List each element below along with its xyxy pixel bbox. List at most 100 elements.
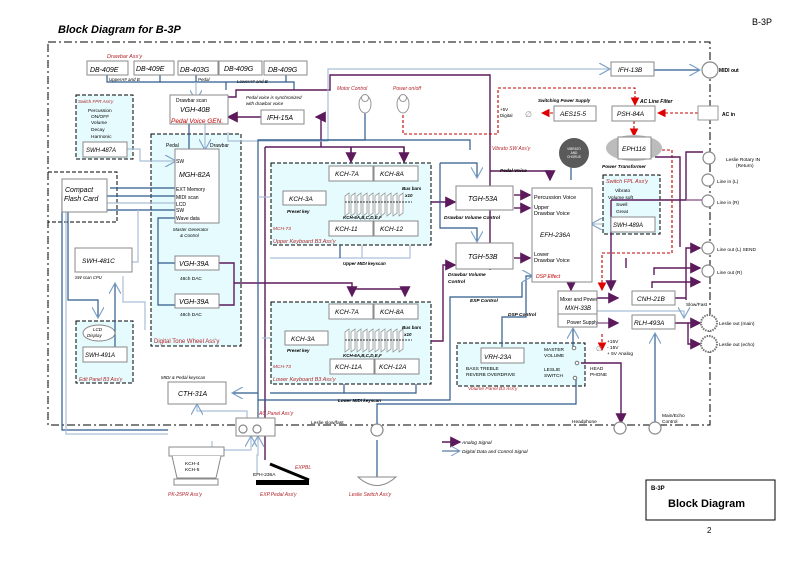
page-title: Block Diagram for B-3P bbox=[58, 24, 182, 36]
line-in-l-jack[interactable] bbox=[701, 173, 715, 187]
kch4-label: KCH-4 bbox=[185, 461, 200, 467]
line-out-r-jack[interactable] bbox=[701, 264, 715, 278]
leslie-out-echo-jack[interactable] bbox=[700, 335, 718, 353]
leslie-out-main-jack[interactable] bbox=[700, 314, 718, 332]
leslie-switch-port[interactable] bbox=[572, 375, 578, 381]
switch-fpl-label: Switch FPL Ass'y bbox=[606, 179, 649, 185]
psh84a-label: PSH-84A bbox=[617, 111, 644, 118]
title-block-model: B-3P bbox=[651, 486, 665, 492]
pedal-voice-line bbox=[490, 170, 556, 182]
fpr-item: Volume bbox=[91, 120, 107, 126]
kch8a-board bbox=[373, 165, 419, 182]
cth31a-label: CTH-31A bbox=[178, 391, 208, 398]
leslie-slowfast-jack[interactable] bbox=[370, 423, 384, 437]
legend: Analog Signal Digital Data and Control S… bbox=[442, 436, 529, 455]
leslie-switch-assembly[interactable] bbox=[356, 476, 398, 486]
power-switch[interactable] bbox=[396, 94, 410, 114]
legend-digital-label: Digital Data and Control Signal bbox=[462, 449, 529, 455]
motor-control-switch[interactable] bbox=[358, 94, 372, 114]
kch6-label: KCH-6A,B,C,D,E,F bbox=[343, 353, 382, 358]
kch3a-label: KCH-3A bbox=[291, 336, 315, 343]
ground-icon: ∅ bbox=[525, 110, 532, 119]
leslie-rotary-in-jack[interactable] bbox=[702, 151, 716, 165]
compact-flash-slot bbox=[48, 171, 118, 223]
swh491a-label: SWH-491A bbox=[85, 353, 115, 359]
rlh493a-label: RLH-493A bbox=[634, 320, 664, 327]
slowfast-line bbox=[597, 311, 684, 318]
eph116-transformer bbox=[606, 135, 662, 161]
master-volume-label: VOLUME bbox=[544, 353, 564, 359]
tgh53b-board bbox=[455, 242, 514, 270]
pedal-sync-line bbox=[228, 74, 491, 270]
ac-line-filter-label: AC Line Filter bbox=[639, 99, 674, 105]
kch7a-label: KCH-7A bbox=[335, 309, 359, 316]
main-echo-jack[interactable] bbox=[648, 421, 662, 435]
swh489a-board bbox=[610, 216, 656, 233]
aes15-board bbox=[553, 105, 597, 122]
page-number: 2 bbox=[707, 526, 712, 535]
mgh-drawbar-label: Drawbar bbox=[210, 143, 229, 149]
wave-data-2 bbox=[157, 263, 176, 306]
exp-control-label: EXP Control bbox=[470, 298, 498, 304]
lcd-line bbox=[65, 202, 176, 435]
ac-panel-jack[interactable] bbox=[238, 424, 248, 434]
pedal-assy-label: PK-25PR Ass'y bbox=[168, 492, 202, 498]
exp-efh-label: EFH-236A bbox=[253, 472, 276, 478]
leslie-switch-label: Leslie Switch Ass'y bbox=[349, 492, 392, 498]
kch11-board bbox=[328, 220, 374, 237]
efh-port: Upper bbox=[534, 205, 549, 211]
exp-pedal-label: EXP.Pedal Ass'y bbox=[260, 492, 297, 498]
kch3a-board bbox=[284, 330, 329, 346]
swh481c-sub: SW scan CPU bbox=[75, 275, 103, 280]
drawbar-board-label: DB-409G bbox=[224, 66, 254, 73]
mgh82a-board bbox=[174, 148, 220, 224]
drawbar-board bbox=[263, 60, 308, 76]
lower-keyscan-label: Lower MIDI keyscan bbox=[338, 398, 381, 403]
ground-icon: ∅ bbox=[596, 346, 602, 353]
line-in-l-wire bbox=[611, 151, 703, 201]
power-switch-line bbox=[402, 87, 640, 135]
ac-in-socket[interactable] bbox=[697, 105, 719, 121]
ifh13b-label: IFH-13B bbox=[618, 67, 643, 74]
fpl-item: Great bbox=[616, 209, 629, 215]
leslie-main-label: Leslie out (main) bbox=[719, 321, 755, 327]
ac-panel-label: AC Panel Ass'y bbox=[258, 411, 294, 417]
cth31a-board bbox=[167, 381, 227, 405]
headphone-panel-label: PHONE bbox=[590, 372, 607, 378]
analog-rail: +15V bbox=[607, 339, 619, 345]
line-out-l-jack[interactable] bbox=[701, 241, 715, 255]
vrh23a-label: VRH-23A bbox=[484, 354, 511, 361]
master-volume-knob[interactable] bbox=[571, 345, 577, 351]
headphone-port[interactable] bbox=[574, 360, 580, 366]
ac-panel-jack[interactable] bbox=[252, 424, 262, 434]
main-echo-label: Main/Echo bbox=[662, 413, 685, 419]
wave-data-line bbox=[157, 217, 176, 264]
vgh39a-board-2 bbox=[174, 293, 220, 309]
vgh39a-label: VGH-39A bbox=[179, 261, 209, 268]
line-out-r-label: Line out (R) bbox=[717, 270, 742, 276]
eph116-label: EPH116 bbox=[622, 146, 646, 153]
knob-text: VIBRATO bbox=[567, 147, 581, 151]
volume-panel-label: Volume Panel B3 Ass'y bbox=[468, 386, 518, 392]
motor-to-tgh bbox=[258, 139, 471, 150]
slowfast-label: Slow/Fast bbox=[686, 302, 708, 308]
compact-flash-card[interactable] bbox=[61, 178, 108, 213]
expbl-label: EXPBL bbox=[295, 465, 311, 471]
tgh53a-caption: Drawbar Volume Control bbox=[444, 215, 501, 221]
edit-panel-label: Edit Panel B3 Ass'y bbox=[79, 377, 123, 383]
drawbar-board-label: DB-409E bbox=[90, 67, 119, 74]
midi-out-jack[interactable] bbox=[701, 61, 719, 79]
exp-pedal[interactable] bbox=[256, 462, 310, 485]
kch7a-board bbox=[328, 303, 374, 320]
vibrato-sw-label: Vibrato SW Ass'y bbox=[492, 146, 531, 152]
swh481-loop bbox=[122, 276, 146, 330]
headphone-jack[interactable] bbox=[613, 421, 627, 435]
swh489a-label: SWH-489A bbox=[613, 223, 643, 229]
vibrato-chorus-knob[interactable]: VIBRATO AND CHORUS bbox=[559, 138, 589, 168]
lower-busbar-stack bbox=[344, 328, 412, 353]
fpr-item: Percussion bbox=[88, 108, 112, 114]
eph-to-mxh bbox=[597, 149, 673, 292]
tgh53b-caption: Drawbar Volume bbox=[448, 272, 486, 278]
line-in-r-jack[interactable] bbox=[701, 194, 715, 208]
mgh-caption: & Control bbox=[180, 233, 200, 238]
